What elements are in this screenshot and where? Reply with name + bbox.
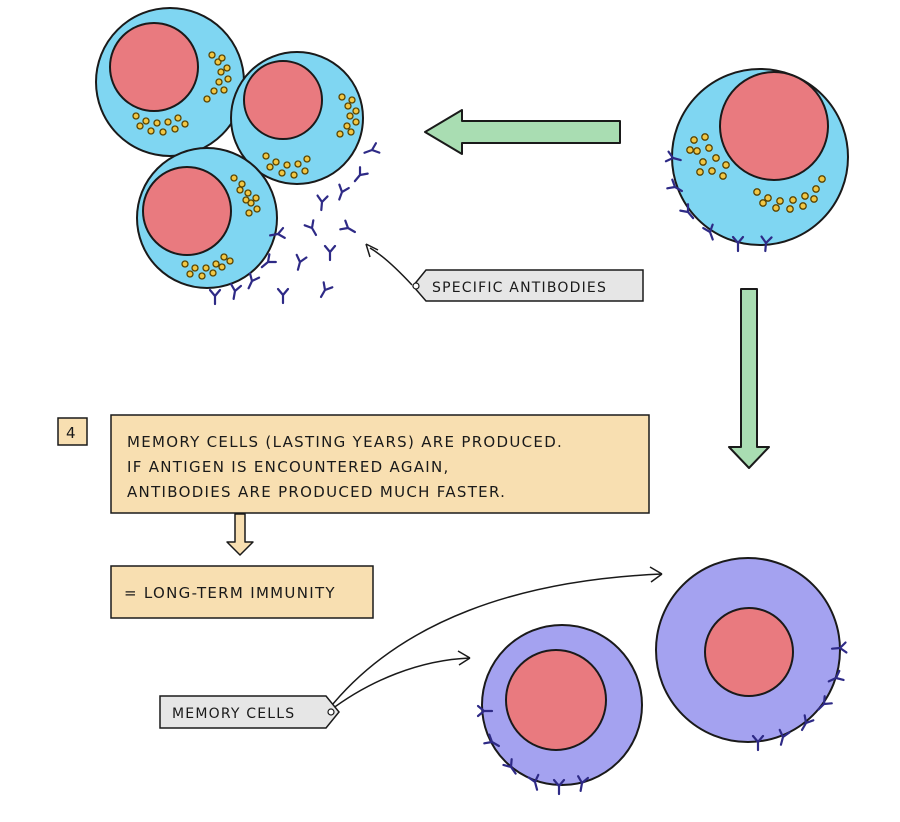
rough-er-2 xyxy=(262,93,360,179)
rough-er-large xyxy=(686,133,826,213)
plasma-cell-cluster xyxy=(95,7,381,306)
rough-er-3 xyxy=(181,174,261,280)
specific-antibodies-tag: SPECIFIC ANTIBODIES xyxy=(365,243,644,302)
memory-cells-label: MEMORY CELLS xyxy=(172,706,295,722)
specific-antibodies-label: SPECIFIC ANTIBODIES xyxy=(432,280,607,296)
memory-cell-2 xyxy=(655,557,848,752)
note-line-1: MEMORY CELLS (LASTING YEARS) ARE PRODUCE… xyxy=(127,433,563,451)
free-antibodies xyxy=(276,219,359,305)
note-line-2: IF ANTIGEN IS ENCOUNTERED AGAIN, xyxy=(127,458,450,476)
step-4-note: 4 MEMORY CELLS (LASTING YEARS) ARE PRODU… xyxy=(57,414,650,619)
result-box xyxy=(110,565,374,619)
memory-cells-tag: MEMORY CELLS xyxy=(159,566,663,729)
plasma-cell-3 xyxy=(136,147,286,306)
rough-er-1 xyxy=(132,51,232,136)
step-number: 4 xyxy=(66,424,77,442)
result-arrow xyxy=(226,513,254,556)
plasma-cell-1 xyxy=(95,7,245,157)
plasma-cell-2 xyxy=(230,51,381,212)
note-line-3: ANTIBODIES ARE PRODUCED MUCH FASTER. xyxy=(127,483,506,501)
memory-cell-1 xyxy=(476,624,643,796)
step-number-box xyxy=(57,417,88,446)
plasma-cell-large xyxy=(664,68,849,253)
result-label: = LONG-TERM IMMUNITY xyxy=(124,584,336,602)
note-box xyxy=(110,414,650,514)
arrow-down-green xyxy=(728,288,770,469)
arrow-left-green xyxy=(424,109,621,155)
